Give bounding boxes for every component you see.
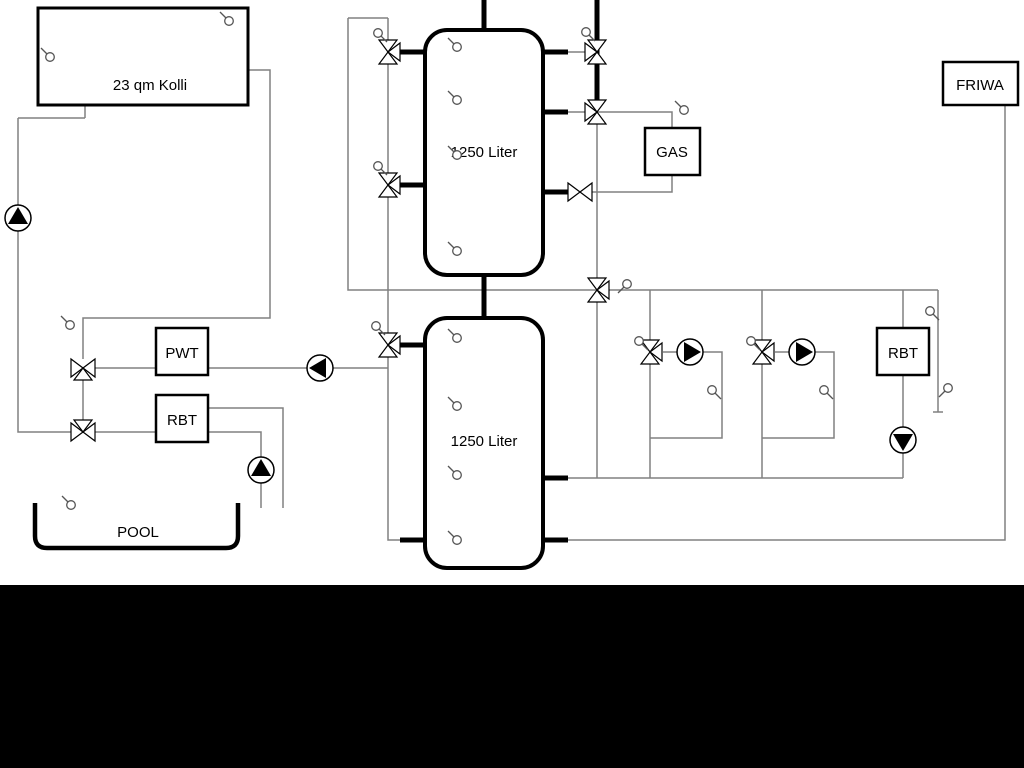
temp-sensor-pool bbox=[61, 495, 76, 510]
collector-label: 23 qm Kolli bbox=[113, 77, 187, 94]
tank-bottom-label: 1250 Liter bbox=[451, 433, 518, 450]
three-way-valve-tank-top-upper bbox=[378, 39, 401, 65]
three-way-valve-heating-circuit-2 bbox=[752, 339, 775, 365]
gas-boiler-box: GAS bbox=[643, 126, 702, 177]
tank-top-outline bbox=[423, 28, 545, 277]
friwa-station-box: FRIWA bbox=[941, 60, 1020, 107]
gas-outline bbox=[643, 126, 702, 177]
three-way-valve-rbt-left bbox=[70, 419, 96, 442]
pool-basin: POOL bbox=[32, 503, 241, 551]
pump-collector-loop bbox=[4, 204, 32, 232]
pwt-outline bbox=[154, 326, 210, 377]
three-way-valve-top-right bbox=[584, 39, 607, 65]
pipe-collector-pool-circuit bbox=[17, 69, 388, 508]
bottom-black-bar bbox=[0, 585, 1024, 768]
buffer-tank-bottom: 1250 Liter bbox=[423, 316, 545, 570]
actuator-valve-distribution bbox=[617, 279, 632, 294]
pipe-right-distribution bbox=[566, 51, 1006, 541]
buffer-tank-top: 1250 Liter bbox=[423, 28, 545, 277]
temp-sensor-circuit-1 bbox=[707, 385, 722, 400]
temp-sensor-collector-return bbox=[60, 315, 75, 330]
temp-sensor-rbt-right-bottom bbox=[938, 383, 953, 398]
pump-heating-circuit-1 bbox=[676, 338, 704, 366]
temp-sensor-gas-line bbox=[674, 100, 689, 115]
rbt-left-outline bbox=[154, 393, 210, 444]
rbt-right-outline bbox=[875, 326, 931, 377]
friwa-outline bbox=[941, 60, 1020, 107]
rbt-left-label: RBT bbox=[167, 412, 197, 429]
tank-bottom-outline bbox=[423, 316, 545, 570]
pool-outline bbox=[32, 503, 241, 551]
rbt-right-box: RBT bbox=[875, 326, 931, 377]
pool-label: POOL bbox=[117, 524, 159, 541]
valve-gas-return bbox=[567, 182, 593, 202]
pump-pool-loop bbox=[247, 456, 275, 484]
tank-top-label: 1250 Liter bbox=[451, 144, 518, 161]
solar-collector-box: 23 qm Kolli bbox=[36, 6, 250, 107]
collector-outline bbox=[36, 6, 250, 107]
three-way-valve-pwt bbox=[70, 358, 96, 381]
pwt-label: PWT bbox=[165, 345, 198, 362]
rbt-right-label: RBT bbox=[888, 345, 918, 362]
rbt-left-box: RBT bbox=[154, 393, 210, 444]
three-way-valve-heating-circuit-1 bbox=[640, 339, 663, 365]
three-way-valve-tank-bottom bbox=[378, 332, 401, 358]
temp-sensor-rbt-right-top bbox=[925, 306, 940, 321]
pump-heating-circuit-2 bbox=[788, 338, 816, 366]
friwa-label: FRIWA bbox=[956, 77, 1004, 94]
pump-pwt-loop bbox=[306, 354, 334, 382]
actuator-valve-top-right bbox=[581, 27, 596, 42]
piping-network bbox=[17, 17, 1006, 541]
gas-label: GAS bbox=[656, 144, 688, 161]
pwt-heat-exchanger-box: PWT bbox=[154, 326, 210, 377]
pipe-tank-left-column bbox=[347, 17, 597, 541]
temp-sensor-circuit-2 bbox=[819, 385, 834, 400]
three-way-valve-tank-top-lower bbox=[378, 172, 401, 198]
pump-rbt-right bbox=[889, 426, 917, 454]
